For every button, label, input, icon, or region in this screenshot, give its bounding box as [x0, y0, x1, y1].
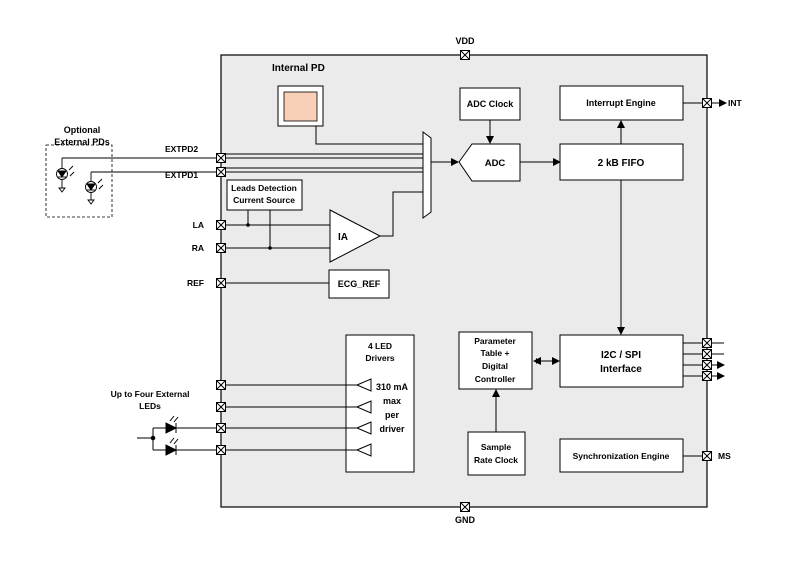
- fifo-label: 2 kB FIFO: [598, 158, 645, 169]
- sample-rate-clock-block: [467, 431, 526, 476]
- leads-detection-label-2: Current Source: [233, 195, 295, 205]
- la-pin: [216, 220, 226, 230]
- led-pin-2: [216, 402, 226, 412]
- sample-rate-label-1: Sample: [481, 442, 512, 452]
- adc-clock-label: ADC Clock: [467, 99, 515, 109]
- internal-pd-square: [283, 91, 318, 122]
- fifo-block: [559, 143, 684, 181]
- external-led-icon: [137, 415, 216, 456]
- parameter-label-4: Controller: [475, 374, 516, 384]
- input-multiplexer: [422, 131, 432, 219]
- parameter-label-1: Parameter: [474, 336, 516, 346]
- led-driver-buffers: [355, 378, 372, 457]
- ecg-ref-label: ECG_REF: [338, 279, 381, 289]
- gnd-pin: [460, 502, 470, 512]
- i2c-spi-pins: [683, 338, 725, 381]
- vdd-pin: [460, 50, 470, 60]
- ra-pin: [216, 243, 226, 253]
- leads-detection-label-1: Leads Detection: [231, 183, 297, 193]
- led-spec-label-3: per: [385, 410, 400, 420]
- ecg-ref-block: [328, 269, 390, 299]
- la-label: LA: [193, 220, 204, 230]
- extpd2-label: EXTPD2: [165, 144, 198, 154]
- extpd1-label: EXTPD1: [165, 170, 198, 180]
- optional-pd-label-1: Optional: [64, 125, 101, 135]
- led-spec-label-2: max: [383, 396, 401, 406]
- ra-label: RA: [192, 243, 204, 253]
- ms-pin: [702, 451, 712, 461]
- led-drivers-block: [345, 334, 415, 473]
- external-leds-label-2: LEDs: [139, 401, 161, 411]
- interrupt-engine-label: Interrupt Engine: [586, 98, 656, 108]
- optional-pd-label-2: External PDs: [54, 137, 110, 147]
- i2c-spi-interface-block: [559, 334, 684, 388]
- sync-engine-label: Synchronization Engine: [573, 451, 670, 461]
- vdd-label: VDD: [455, 36, 475, 46]
- parameter-label-2: Table +: [481, 348, 510, 358]
- adc-label: ADC: [485, 158, 506, 169]
- int-pin: [702, 98, 712, 108]
- external-photodiode-icon: [56, 158, 104, 205]
- int-label: INT: [728, 98, 743, 108]
- led-spec-label-4: driver: [379, 424, 405, 434]
- led-pin-1: [216, 380, 226, 390]
- adc-clock-block: [459, 87, 521, 121]
- ia-amplifier: [329, 209, 382, 263]
- led-pin-4: [216, 445, 226, 455]
- internal-pd-label: Internal PD: [272, 63, 325, 74]
- ia-label: IA: [338, 232, 348, 243]
- i2c-spi-label-2: Interface: [600, 364, 642, 375]
- ref-label: REF: [187, 278, 204, 288]
- led-drivers-label-1: 4 LED: [368, 341, 392, 351]
- led-drivers-label-2: Drivers: [365, 353, 395, 363]
- extpd1-pin: [216, 167, 226, 177]
- sample-rate-label-2: Rate Clock: [474, 455, 518, 465]
- optional-pd-box: [45, 144, 113, 218]
- i2c-spi-label-1: I2C / SPI: [601, 350, 641, 361]
- interrupt-engine-block: [559, 85, 684, 121]
- sync-engine-block: [559, 438, 684, 473]
- ms-label: MS: [718, 451, 731, 461]
- extpd2-pin: [216, 153, 226, 163]
- parameter-label-3: Digital: [482, 361, 508, 371]
- external-leds-label-1: Up to Four External: [111, 389, 190, 399]
- ref-pin: [216, 278, 226, 288]
- gnd-label: GND: [455, 515, 476, 525]
- chip-body: [220, 54, 708, 508]
- parameter-table-block: [458, 331, 533, 390]
- leads-detection-block: [226, 179, 303, 211]
- led-pin-3: [216, 423, 226, 433]
- led-spec-label-1: 310 mA: [376, 382, 409, 392]
